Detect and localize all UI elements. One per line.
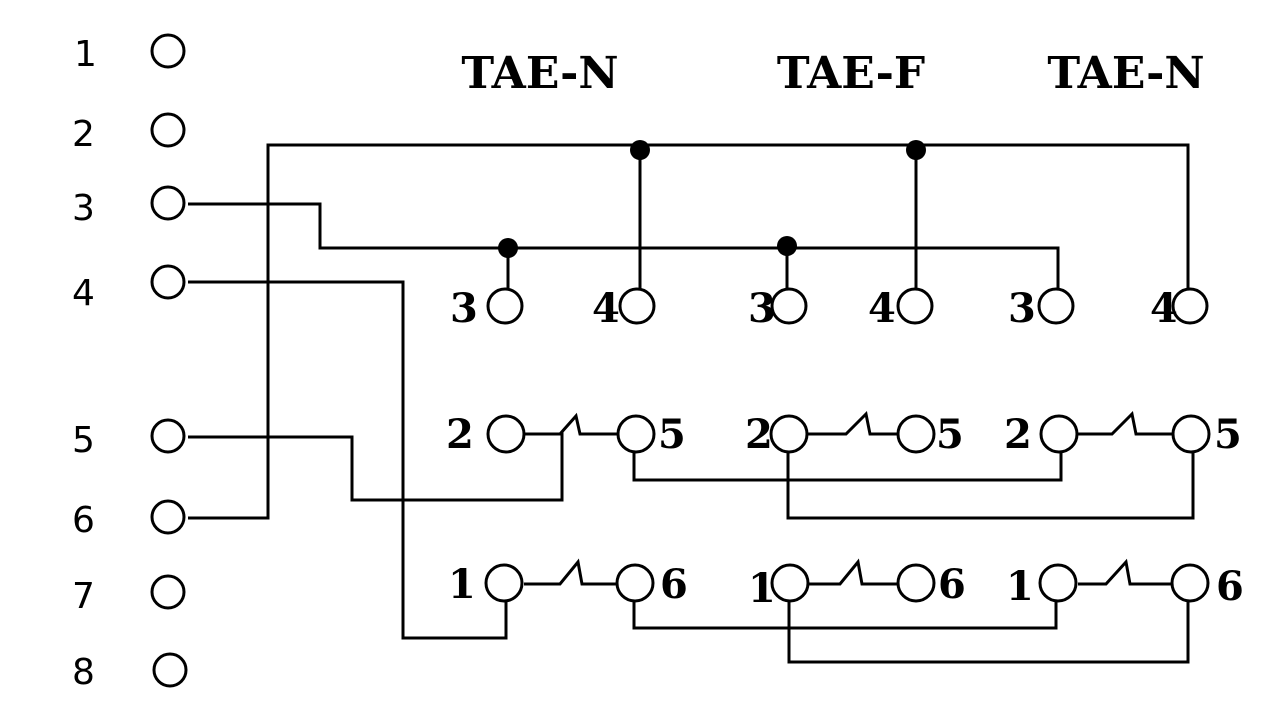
wire-pin4-to-u1-pin1 (188, 280, 508, 640)
unit-3-terminal-4 (1171, 287, 1209, 325)
unit-2-title: TAE-F (777, 48, 925, 99)
unit-1-title: TAE-N (461, 48, 618, 99)
socket-terminal-1 (150, 33, 186, 69)
unit-1-terminal-1 (484, 563, 524, 603)
unit-pin-labels: 3 4 3 4 3 4 2 5 2 5 2 5 1 6 1 6 1 6 (446, 285, 1244, 612)
unit-1-label-6: 6 (660, 561, 688, 608)
unit-1-terminal-4 (618, 287, 656, 325)
unit-2-terminal-5 (896, 414, 936, 454)
unit-2-label-3: 3 (748, 285, 776, 332)
unit-1-terminal-2 (486, 414, 526, 454)
socket-terminal-7 (150, 574, 186, 610)
socket-label-8: 8 (72, 652, 95, 693)
unit-3-terminal-5 (1171, 414, 1211, 454)
junctions (498, 140, 926, 258)
junction-u2-pin4 (906, 140, 926, 160)
unit-2-label-6: 6 (938, 561, 966, 608)
socket-terminal-4 (150, 264, 186, 300)
wire-bus-b (188, 202, 1060, 290)
unit-2-terminal-6 (896, 563, 936, 603)
socket-labels: 1 2 3 4 5 6 7 8 (72, 34, 97, 693)
unit-2-terminal-1 (770, 563, 810, 603)
junction-u1-pin3 (498, 238, 518, 258)
unit-2-label-2: 2 (745, 411, 773, 458)
switch-u1-16 (524, 558, 616, 586)
wire-u1-pin5-to-u3-pin2 (632, 452, 1063, 482)
socket-terminal-2 (150, 112, 186, 148)
unit-2-terminal-3 (770, 287, 808, 325)
junction-u2-pin3 (777, 236, 797, 256)
switch-u3-16 (1078, 558, 1172, 586)
wire-bus-a (188, 143, 1190, 520)
switch-u2-16 (808, 558, 898, 586)
unit-1-terminal-6 (615, 563, 655, 603)
socket-label-7: 7 (72, 576, 95, 617)
unit-3-label-4: 4 (1150, 285, 1178, 332)
unit-1-label-5: 5 (658, 411, 686, 458)
socket-label-2: 2 (72, 114, 95, 155)
socket-terminals (150, 33, 188, 688)
unit-2-terminal-4 (896, 287, 934, 325)
unit-1-label-4: 4 (592, 285, 620, 332)
unit-1-label-3: 3 (450, 285, 478, 332)
wire-u2-pin1-to-u3-pin6 (787, 600, 1190, 664)
unit-3-title: TAE-N (1047, 48, 1204, 99)
unit-3-terminal-2 (1039, 414, 1079, 454)
socket-terminal-8 (152, 652, 188, 688)
unit-3-terminal-1 (1038, 563, 1078, 603)
unit-3-terminal-6 (1170, 563, 1210, 603)
unit-2-label-4: 4 (868, 285, 896, 332)
socket-terminal-6 (150, 499, 186, 535)
unit-3-label-6: 6 (1216, 563, 1244, 610)
unit-3-label-1: 1 (1006, 563, 1034, 610)
unit-1-label-1: 1 (448, 561, 476, 608)
wire-pin5-to-u1-switch (188, 432, 564, 502)
switch-u1-25 (524, 412, 618, 436)
unit-terminals (484, 287, 1211, 603)
wire-u2-pin2-to-u3-pin5 (786, 452, 1195, 520)
switch-u3-25 (1078, 410, 1172, 436)
socket-label-1: 1 (74, 34, 97, 75)
junction-u1-pin4 (630, 140, 650, 160)
unit-3-label-3: 3 (1008, 285, 1036, 332)
socket-label-6: 6 (72, 500, 95, 541)
unit-3-label-5: 5 (1214, 411, 1242, 458)
socket-label-4: 4 (72, 273, 95, 314)
unit-2-terminal-2 (769, 414, 809, 454)
unit-2-label-5: 5 (936, 411, 964, 458)
unit-1-terminal-5 (616, 414, 656, 454)
socket-label-3: 3 (72, 188, 95, 229)
socket-terminal-3 (150, 185, 186, 221)
unit-1-terminal-3 (486, 287, 524, 325)
unit-3-label-2: 2 (1004, 411, 1032, 458)
switch-u2-25 (806, 410, 898, 436)
wire-u1-pin6-to-u3-pin1 (632, 600, 1058, 630)
unit-1-label-2: 2 (446, 411, 474, 458)
socket-label-5: 5 (72, 420, 95, 461)
socket-terminal-5 (150, 418, 186, 454)
unit-3-terminal-3 (1037, 287, 1075, 325)
unit-titles: TAE-N TAE-F TAE-N (461, 48, 1204, 99)
unit-2-label-1: 1 (748, 565, 776, 612)
